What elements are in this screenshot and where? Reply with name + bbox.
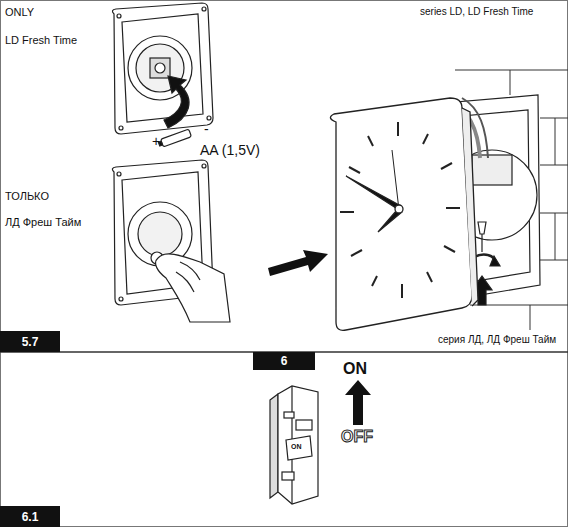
step-number-text: 6.1 <box>22 510 39 524</box>
label-text: series LD, LD Fresh Time <box>420 6 533 17</box>
label-text: ЛД Фреш Тайм <box>5 216 81 228</box>
label-text: OFF <box>341 428 373 446</box>
label-text: + <box>152 134 160 149</box>
label-text: ON <box>343 360 367 378</box>
on-arrow <box>345 380 371 425</box>
fan-panel-battery <box>112 3 213 148</box>
label-text: LD Fresh Time <box>5 34 77 46</box>
label-text: ON <box>291 443 302 451</box>
clock-face <box>330 98 478 330</box>
push-arrow <box>268 250 328 276</box>
step-number-text: 5.7 <box>22 335 39 349</box>
label-text: ONLY <box>5 6 34 18</box>
step-number: 5.7 <box>0 331 60 352</box>
fan-panel-press <box>112 160 230 322</box>
label-text: ТОЛЬКО <box>5 190 49 202</box>
step-number: 6 <box>253 352 315 370</box>
circuit-breaker <box>270 386 318 504</box>
step-number-text: 6 <box>281 354 288 368</box>
step-number: 6.1 <box>0 506 60 527</box>
label-text: - <box>204 122 209 137</box>
label-text: серия ЛД, ЛД Фреш Тайм <box>438 334 556 345</box>
label-text: AA (1,5V) <box>200 143 260 158</box>
